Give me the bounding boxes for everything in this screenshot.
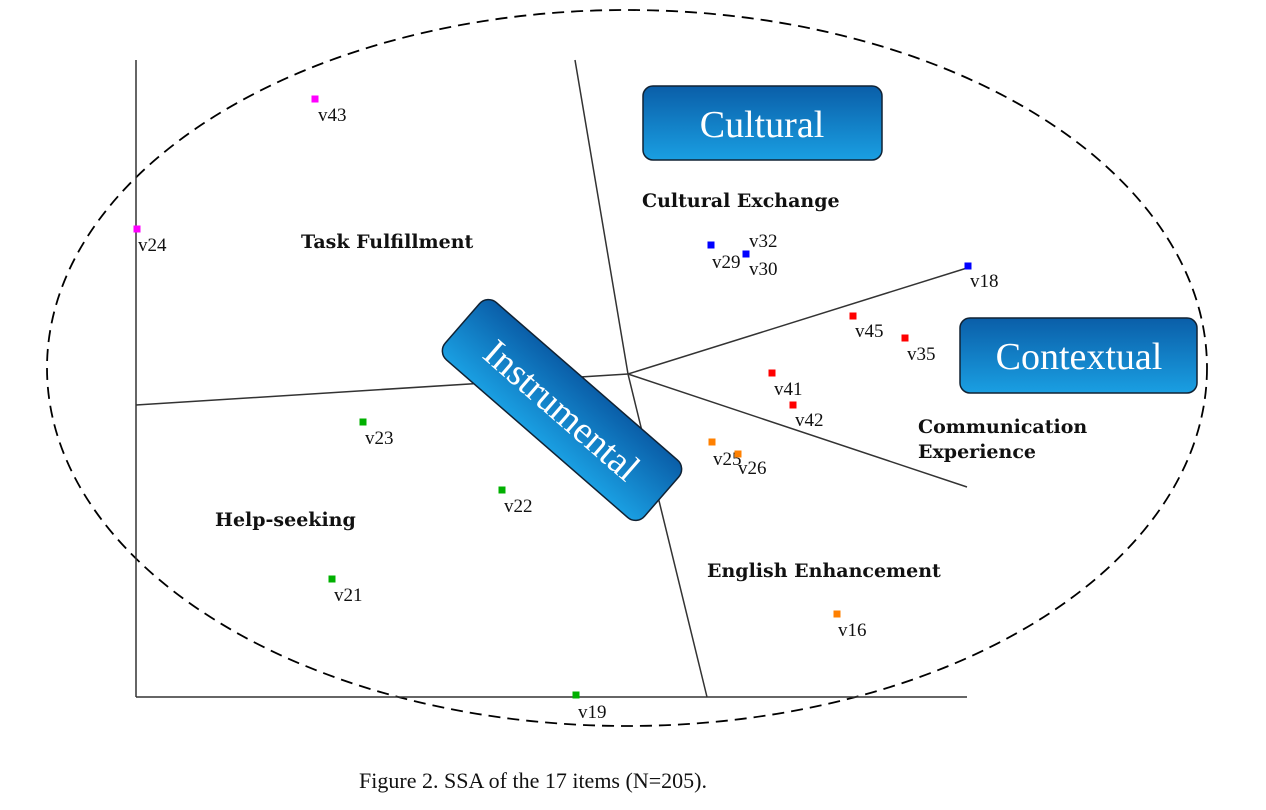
point-marker-v35 [901, 334, 909, 342]
facet-label-task-fulfillment: Task Fulfillment [301, 231, 474, 253]
point-label-v19: v19 [578, 702, 607, 723]
point-marker-v21 [328, 575, 336, 583]
point-label-v32: v32 [749, 231, 778, 252]
region-ellipse [46, 9, 1208, 727]
point-marker-v16 [833, 610, 841, 618]
point-marker-v18 [964, 262, 972, 270]
figure-caption: Figure 2. SSA of the 17 items (N=205). [359, 768, 707, 793]
facet-label-cultural-exchange: Cultural Exchange [642, 190, 840, 212]
point-label-v21: v21 [334, 585, 363, 606]
point-label-v30: v30 [749, 259, 778, 280]
partition-line-lower-right [627, 373, 968, 488]
point-marker-v42 [789, 401, 797, 409]
point-label-v18: v18 [970, 271, 999, 292]
region-box-cultural: Cultural [642, 85, 883, 161]
facet-label-help-seeking: Help-seeking [215, 509, 356, 531]
partition-line-upper-right [627, 267, 968, 375]
region-box-contextual: Contextual [959, 317, 1198, 394]
point-marker-v30 [742, 250, 750, 258]
region-label-contextual: Contextual [996, 336, 1163, 378]
point-marker-v26 [734, 450, 742, 458]
point-label-v29: v29 [712, 252, 741, 273]
point-marker-v23 [359, 418, 367, 426]
point-marker-v29 [707, 241, 715, 249]
facet-label-english-enhancement: English Enhancement [707, 560, 941, 582]
point-marker-v22 [498, 486, 506, 494]
point-label-v41: v41 [774, 379, 803, 400]
point-label-v24: v24 [138, 235, 167, 256]
point-label-v26: v26 [738, 458, 767, 479]
point-marker-v43 [311, 95, 319, 103]
facet-label-communication: Communication [918, 416, 1087, 438]
facet-label-experience: Experience [918, 441, 1036, 463]
point-marker-v24 [133, 225, 141, 233]
point-marker-v25 [708, 438, 716, 446]
region-box-instrumental: Instrumental [441, 298, 683, 522]
point-label-v25: v25 [713, 449, 742, 470]
point-marker-v41 [768, 369, 776, 377]
region-label-cultural: Cultural [700, 104, 825, 146]
point-marker-v45 [849, 312, 857, 320]
point-label-v43: v43 [318, 105, 347, 126]
point-label-v23: v23 [365, 428, 394, 449]
point-label-v35: v35 [907, 344, 936, 365]
point-label-v45: v45 [855, 321, 884, 342]
point-label-v22: v22 [504, 496, 533, 517]
point-label-v16: v16 [838, 620, 867, 641]
point-label-v42: v42 [795, 410, 824, 431]
point-marker-v19 [572, 691, 580, 699]
